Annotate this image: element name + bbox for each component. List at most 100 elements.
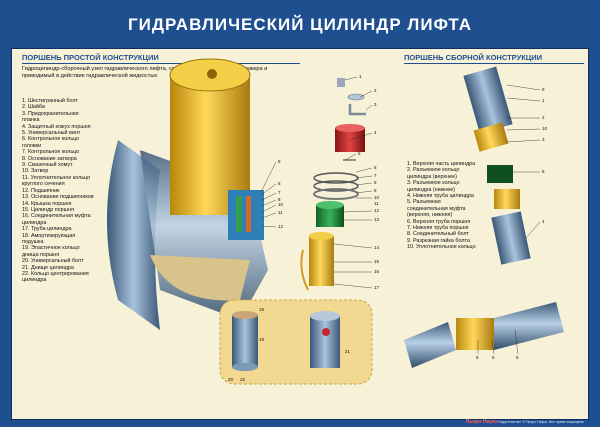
callout-rt-5: 3 xyxy=(542,137,545,142)
leader-lines xyxy=(260,76,541,355)
callout-bottom-21: 21 xyxy=(345,349,351,354)
callout-bottom-19: 19 xyxy=(259,337,265,342)
left-legend-item: 12. Подшипник xyxy=(22,187,60,194)
callout-rb-2: 6 xyxy=(492,355,495,360)
right-legend-item: 10. Уплотнительное кольцо xyxy=(407,244,476,251)
left-legend-item: 7. Контрольное кольцо xyxy=(22,149,80,156)
seal-ring-orange xyxy=(246,196,251,232)
left-legend-item: 9. Смазочный хомут xyxy=(22,162,73,169)
washer xyxy=(347,93,365,101)
bearing-top xyxy=(316,201,344,209)
left-legend-item: 19. Эластичное кольцо днища поршня xyxy=(22,245,80,258)
callout-rt-1: 9 xyxy=(542,87,545,92)
callout-main-3: 7 xyxy=(278,190,281,195)
split-ring-upper xyxy=(473,122,509,152)
cylinder-bottom-right xyxy=(310,316,340,368)
left-legend-item: 4. Защитный кожух поршня xyxy=(22,123,91,130)
callout-rb-3: 9 xyxy=(516,355,519,360)
right-legend-item: 3. Разъемное кольцо цилиндра (нижнее) xyxy=(407,180,460,193)
hex-bolt xyxy=(337,78,345,87)
callout-main-6: 11 xyxy=(278,210,283,215)
bottom-detail xyxy=(219,299,373,385)
left-legend-item: 2. Шайба xyxy=(22,104,45,111)
callout-numbers: 9 6 7 8 10 11 12 1 2 3 4 5 6 7 8 9 10 11… xyxy=(228,74,548,382)
left-legend-item: 13. Основание подшипников xyxy=(22,194,94,201)
left-legend-item: 15. Цилиндр поршня xyxy=(22,206,74,213)
left-legend-item: 20. Универсальный болт xyxy=(22,258,84,265)
left-legend-item: 14. Крышка поршня xyxy=(22,200,72,207)
callout-exp-2: 2 xyxy=(374,88,377,93)
footer: Пьеро Наука Издательство: © Пьеро Наука.… xyxy=(466,419,584,425)
right-legend-item: 1. Верхняя часть цилиндра xyxy=(407,161,476,167)
right-legend-item: 7. Нижняя труба поршня xyxy=(407,225,469,232)
left-legend-item: 10. Затвор xyxy=(22,168,49,175)
right-legend-item: 9. Разрезная гайка болта xyxy=(407,237,470,244)
cylinder-bottom-top xyxy=(310,311,340,321)
callout-exp-14: 14 xyxy=(374,245,380,250)
elastic-ring xyxy=(322,328,330,336)
callout-rb-1: 5 xyxy=(476,355,479,360)
right-legend-item: 5. Разъемная соединительная муфта (верхн… xyxy=(407,199,466,219)
callout-exp-15: 15 xyxy=(374,259,380,264)
left-legend-item: 18. Амортизирующая подушка xyxy=(22,232,76,245)
left-legend-item: 22. Кольцо центрирования цилиндра xyxy=(22,270,89,284)
left-description: Гидроцилиндр-сборочный узел гидравлическ… xyxy=(22,66,268,79)
callout-main-1: 9 xyxy=(278,159,281,164)
shock-pad xyxy=(232,311,258,319)
callout-rt-7: 4 xyxy=(542,219,545,224)
lower-cylinder-tube xyxy=(491,211,531,265)
footer-brand: Пьеро Наука xyxy=(465,419,498,425)
callout-exp-12: 12 xyxy=(374,208,380,213)
safety-bar xyxy=(348,104,366,116)
right-legend-item: 4. Нижняя труба цилиндра xyxy=(407,193,474,200)
upper-cylinder xyxy=(463,66,513,134)
callout-main-4: 8 xyxy=(278,197,281,202)
right-section-heading: ПОРШЕНЬ СБОРНОЙ КОНСТРУКЦИИ xyxy=(404,53,543,62)
title-bar: ГИДРАВЛИЧЕСКИЙ ЦИЛИНДР ЛИФТА xyxy=(11,8,589,42)
upper-piston-tube xyxy=(494,302,564,350)
left-legend-item: 6. Контрольное кольцо головки xyxy=(22,136,80,149)
callout-exp-16: 16 xyxy=(374,269,380,274)
lower-piston-tube xyxy=(404,322,456,368)
left-legend-item: 17. Труба цилиндра xyxy=(22,226,72,233)
left-section-heading: ПОРШЕНЬ ПРОСТОЙ КОНСТРУКЦИИ xyxy=(22,53,159,62)
callout-exp-9: 9 xyxy=(374,188,377,193)
left-legend-item: 3. Предохранительная планка xyxy=(22,110,79,124)
piston-guard-top xyxy=(335,124,365,132)
callout-exp-3: 3 xyxy=(374,102,377,107)
callout-exp-17: 17 xyxy=(374,285,380,290)
callout-exp-5: 5 xyxy=(358,151,361,156)
callout-main-2: 6 xyxy=(278,181,281,186)
bearing xyxy=(316,205,344,227)
callout-exp-11: 11 xyxy=(374,201,379,206)
callout-rt-6: 8 xyxy=(542,169,545,174)
split-ring-lower xyxy=(494,189,520,209)
callout-main-7: 12 xyxy=(278,224,284,229)
right-legend-item: 8. Соединительный болт xyxy=(407,231,470,238)
piston-cap xyxy=(308,232,334,240)
main-cylinder-illustration xyxy=(107,58,268,330)
right-bottom-assembly xyxy=(404,302,564,368)
page-title: ГИДРАВЛИЧЕСКИЙ ЦИЛИНДР ЛИФТА xyxy=(127,15,473,34)
connecting-bolt-block xyxy=(487,165,513,183)
piston-cylinder xyxy=(309,236,334,286)
right-top-assembly xyxy=(463,66,531,265)
callout-exp-4: 4 xyxy=(374,130,377,135)
callout-exp-13: 13 xyxy=(374,217,380,222)
plunger-bolt-hole xyxy=(207,69,217,79)
cylinder-bottom-left xyxy=(232,315,258,367)
cylinder-cutaway xyxy=(150,255,250,301)
coupling-sleeve-right xyxy=(456,318,494,350)
coupling-sleeve xyxy=(300,249,309,291)
left-legend-item: 11. Уплотнительное кольцо круглого сечен… xyxy=(22,174,91,188)
callout-exp-10: 10 xyxy=(374,195,380,200)
left-legend-item: 8. Основание затвора xyxy=(22,155,77,162)
seal-ring-green xyxy=(236,196,242,232)
callout-main-5: 10 xyxy=(278,202,284,207)
footer-imprint: Издательство: © Пьеро Наука. Все права з… xyxy=(498,420,584,424)
exploded-parts xyxy=(300,78,366,291)
callout-bottom-20: 20 xyxy=(228,377,234,382)
